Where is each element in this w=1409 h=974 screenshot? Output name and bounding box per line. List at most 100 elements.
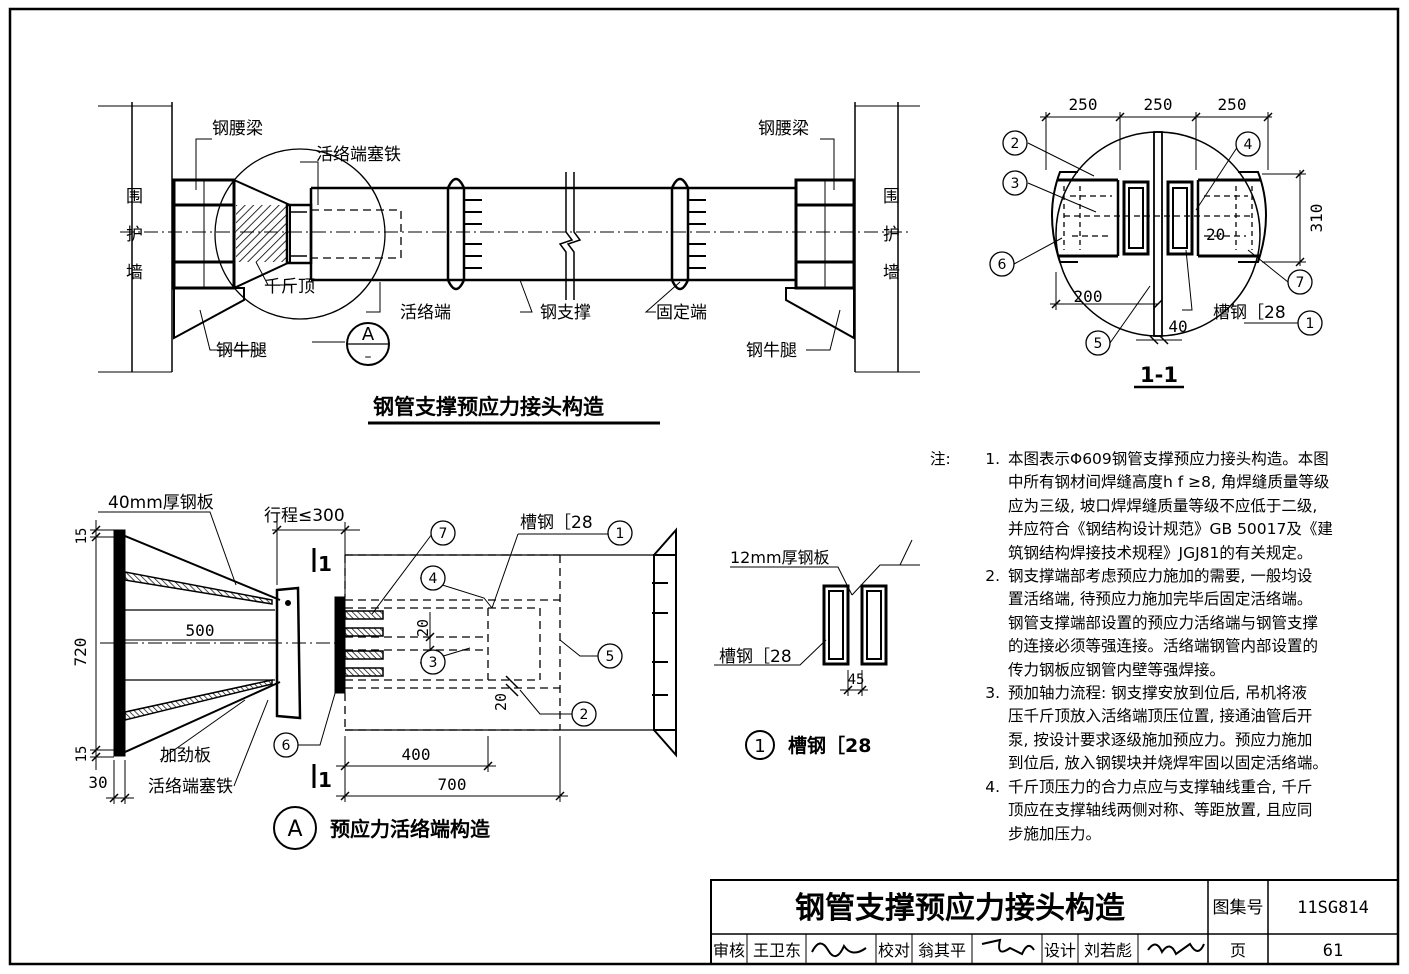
label-channel-detail-a: 槽钢［28: [520, 513, 593, 533]
note-heading: [930, 518, 968, 541]
channel-detail-marker: 1: [754, 736, 765, 757]
section-1-1-text: 250 250 250 310 20 200 40 槽钢［28 2 3 4 6 …: [998, 95, 1326, 387]
note-text: 应为三级, 坡口焊焊缝质量等级不应低于二级,: [1008, 496, 1318, 515]
note-line: 泵, 按设计要求逐级施加预应力。预应力施加: [930, 729, 1375, 752]
note-number: 1.: [985, 450, 1000, 468]
marker-a-4: 4: [429, 571, 438, 587]
label-wall-left-1: 围: [126, 187, 143, 207]
dim-700: 700: [438, 775, 467, 794]
marker-a-3: 3: [429, 655, 438, 671]
page-label: 页: [1230, 941, 1246, 960]
note-number: [968, 799, 1008, 822]
note-line: 顶应在支撑轴线两侧对称、等距放置, 且应同: [930, 799, 1375, 822]
note-text: 泵, 按设计要求逐级施加预应力。预应力施加: [1008, 730, 1313, 749]
label-wedge-iron: 活络端塞铁: [316, 145, 401, 165]
note-line: 步施加压力。: [930, 823, 1375, 846]
label-wall-left-3: 墙: [126, 263, 143, 283]
reviewer: 王卫东: [753, 941, 801, 960]
marker-a-6: 6: [282, 738, 291, 754]
note-line: 2. 钢支撑端部考虑预应力施加的需要, 一般均设: [930, 565, 1375, 588]
dim-250-c: 250: [1218, 95, 1247, 114]
dim-40: 40: [1168, 317, 1187, 336]
sheet-border: [8, 7, 1400, 966]
note-line: 置活络端, 待预应力施加完毕后固定活络端。: [930, 588, 1375, 611]
note-heading: 注:: [930, 450, 951, 468]
note-text: 到位后, 放入钢锲块并烧焊牢固以固定活络端。: [1008, 754, 1328, 773]
marker-a-7: 7: [439, 526, 448, 542]
label-waist-beam-left: 钢腰梁: [212, 119, 263, 139]
channel-detail-title: 槽钢［28: [788, 734, 871, 757]
note-text: 顶应在支撑轴线两侧对称、等距放置, 且应同: [1008, 801, 1313, 820]
label-wall-left-2: 护: [126, 225, 143, 245]
dim-45: 45: [848, 672, 865, 688]
label-channel-section: 槽钢［28: [1213, 303, 1286, 323]
dim-20-lower: 20: [492, 693, 510, 711]
detail-a-marker: A: [287, 817, 302, 842]
dim-400: 400: [402, 745, 431, 764]
note-text: 钢支撑端部考虑预应力施加的需要, 一般均设: [1008, 567, 1313, 586]
designer: 刘若彪: [1084, 941, 1132, 960]
label-corbel-right: 钢牛腿: [746, 341, 797, 361]
main-drawing-title: 钢管支撑预应力接头构造: [373, 395, 605, 419]
note-line: 压千斤顶放入活络端顶压位置, 接通油管后开: [930, 705, 1375, 728]
atlas-label: 图集号: [1213, 898, 1264, 918]
label-steel-strut: 钢支撑: [540, 303, 591, 323]
note-number: 3.: [985, 684, 1000, 703]
marker-a-2: 2: [580, 707, 589, 723]
note-number: [968, 612, 1008, 635]
dim-30: 30: [88, 773, 107, 792]
note-number: [968, 635, 1008, 658]
note-line: 传力钢板应钢管内壁等强焊接。: [930, 659, 1375, 682]
dim-200: 200: [1074, 287, 1103, 306]
marker-1: 1: [1306, 316, 1315, 332]
note-text: 千斤顶压力的合力点应与支撑轴线重合, 千斤: [1008, 777, 1313, 796]
note-heading: [930, 799, 968, 822]
dim-720: 720: [71, 638, 90, 667]
note-number: 2.: [985, 567, 1000, 586]
note-number: [968, 729, 1008, 752]
note-number: [968, 495, 1008, 518]
label-fixed-end: 固定端: [656, 303, 707, 323]
dim-310: 310: [1307, 204, 1326, 233]
main-drawing-text: 钢腰梁 围 护 墙 活络端塞铁 千斤顶 活络端 钢支撑 固定端 钢牛腿 钢腰梁 …: [126, 119, 900, 419]
note-number: [968, 823, 1008, 846]
check-label: 校对: [878, 941, 910, 960]
note-heading: [930, 495, 968, 518]
title-block: [710, 879, 1399, 965]
note-line: 3. 预加轴力流程: 钢支撑安放到位后, 吊机将液: [930, 682, 1375, 705]
label-stiffener: 加劲板: [160, 746, 211, 766]
dim-20-inner: 20: [414, 619, 432, 637]
note-heading: [930, 823, 968, 846]
note-line: 并应符合《钢结构设计规范》GB 50017及《建: [930, 518, 1375, 541]
note-number: [968, 705, 1008, 728]
checker: 翁其平: [918, 941, 966, 960]
callout-a-letter: A: [362, 324, 375, 345]
dim-15-top: 15: [74, 528, 90, 545]
note-heading: [930, 705, 968, 728]
label-12mm-plate: 12mm厚钢板: [730, 548, 830, 567]
note-text: 预加轴力流程: 钢支撑安放到位后, 吊机将液: [1008, 684, 1308, 703]
notes-block: 注:1.本图表示Φ609钢管支撑预应力接头构造。本图中所有钢材间焊缝高度h f …: [930, 448, 1375, 846]
dim-15-bottom: 15: [74, 746, 90, 763]
dim-250-b: 250: [1144, 95, 1173, 114]
title-block-text: 钢管支撑预应力接头构造 图集号 11SG814 审核 王卫东 校对 翁其平 设计…: [713, 891, 1369, 961]
marker-2: 2: [1011, 136, 1020, 152]
note-heading: [930, 659, 968, 682]
main-drawing: [98, 102, 920, 425]
section-1-1: [989, 112, 1323, 389]
note-line: 到位后, 放入钢锲块并烧焊牢固以固定活络端。: [930, 752, 1375, 775]
channel-detail-text: 12mm厚钢板 槽钢［28 45 1 槽钢［28: [719, 548, 871, 757]
label-corbel-left: 钢牛腿: [216, 341, 267, 361]
note-text: 并应符合《钢结构设计规范》GB 50017及《建: [1008, 520, 1333, 539]
review-label: 审核: [713, 941, 745, 960]
note-number: [968, 471, 1008, 494]
label-40mm-plate: 40mm厚钢板: [108, 493, 214, 513]
dim-250-a: 250: [1069, 95, 1098, 114]
note-line: 注:1.本图表示Φ609钢管支撑预应力接头构造。本图: [930, 448, 1375, 471]
note-line: 的连接必须等强连接。活络端钢管内部设置的: [930, 635, 1375, 658]
marker-5: 5: [1094, 336, 1103, 352]
note-text: 步施加压力。: [1008, 824, 1102, 843]
label-channel-28: 槽钢［28: [719, 647, 792, 667]
note-line: 钢管支撑端部设置的预应力活络端与钢管支撑: [930, 612, 1375, 635]
